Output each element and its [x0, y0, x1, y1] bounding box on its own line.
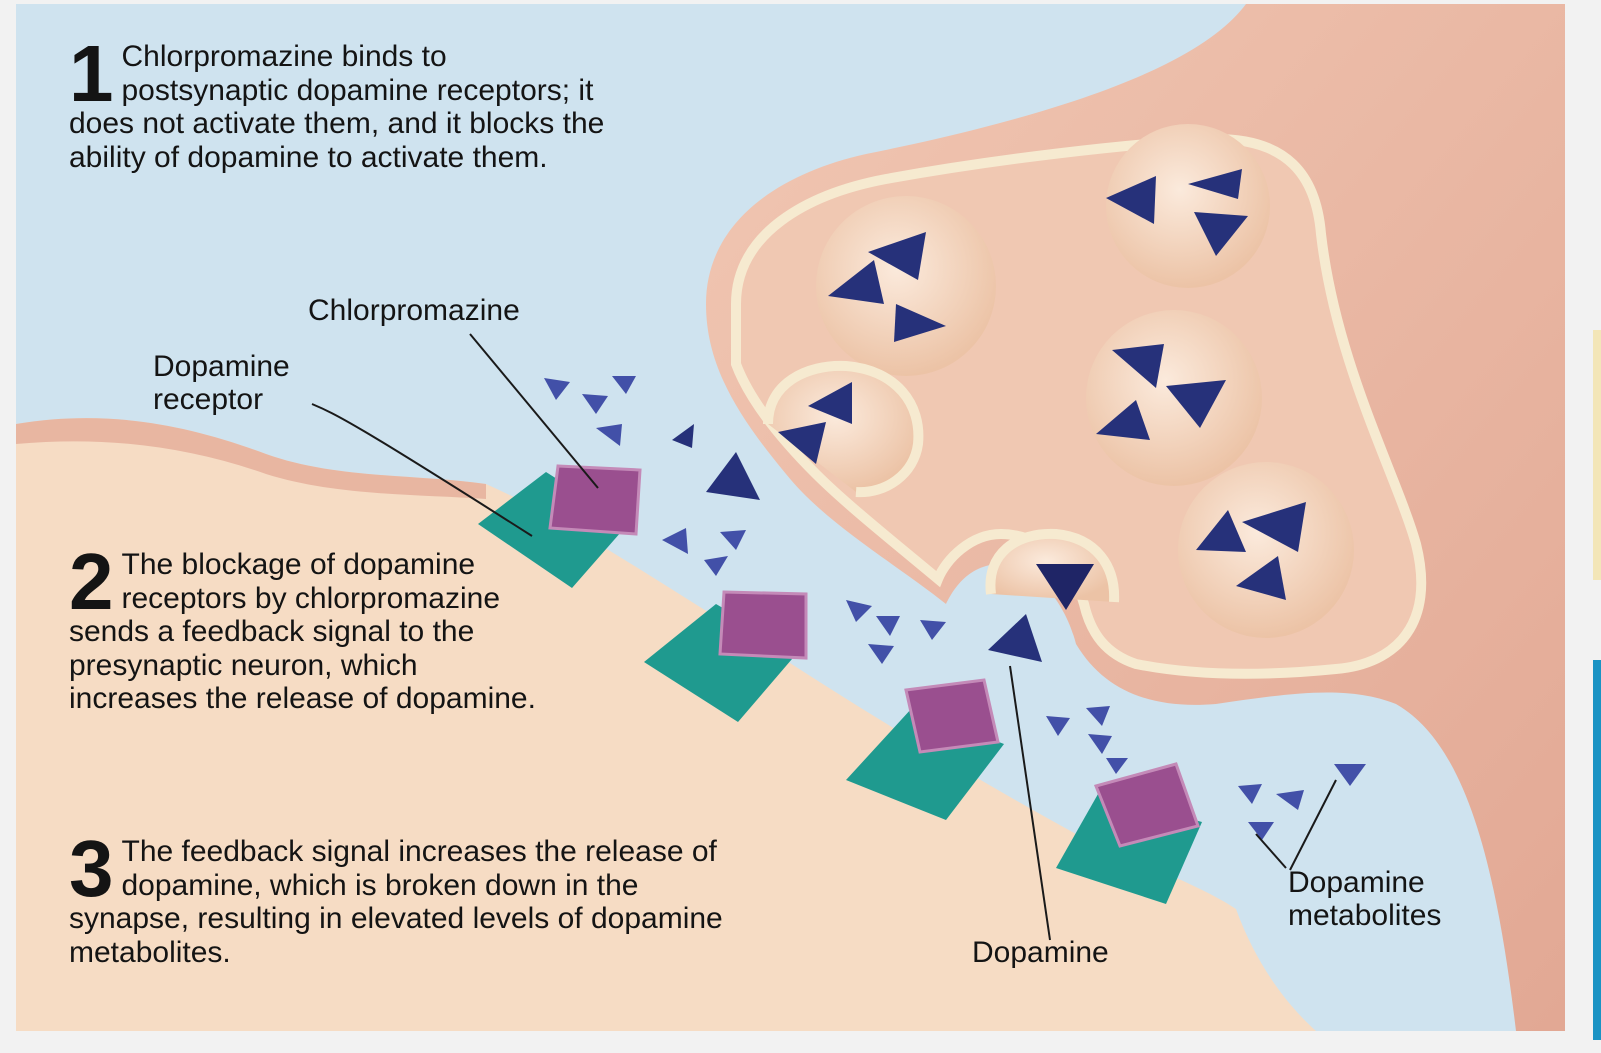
vesicle [816, 196, 996, 376]
step-number: 2 [69, 550, 114, 614]
step-number: 1 [69, 42, 114, 106]
step-1: 1 Chlorpromazine binds to postsynaptic d… [69, 40, 609, 174]
step-3: 3 The feedback signal increases the rele… [69, 835, 749, 969]
step-2: 2 The blockage of dopamine receptors by … [69, 548, 539, 716]
synapse-illustration: 1 Chlorpromazine binds to postsynaptic d… [16, 4, 1565, 1031]
dopamine-label: Dopamine [972, 936, 1109, 969]
vesicle [1106, 124, 1270, 288]
dopamine-metabolites-label: Dopamine metabolites [1288, 866, 1441, 932]
step-text: Chlorpromazine binds to postsynaptic dop… [69, 40, 604, 174]
chlorpromazine-label: Chlorpromazine [308, 294, 520, 327]
vesicle [1086, 310, 1262, 486]
slide-edge-accent [1593, 660, 1601, 1040]
dopamine-receptor-label: Dopamine receptor [153, 350, 290, 416]
step-number: 3 [69, 837, 114, 901]
slide-edge-accent [1593, 330, 1601, 580]
step-text: The blockage of dopamine receptors by ch… [69, 548, 536, 715]
vesicle [1178, 462, 1354, 638]
step-text: The feedback signal increases the releas… [69, 835, 723, 969]
